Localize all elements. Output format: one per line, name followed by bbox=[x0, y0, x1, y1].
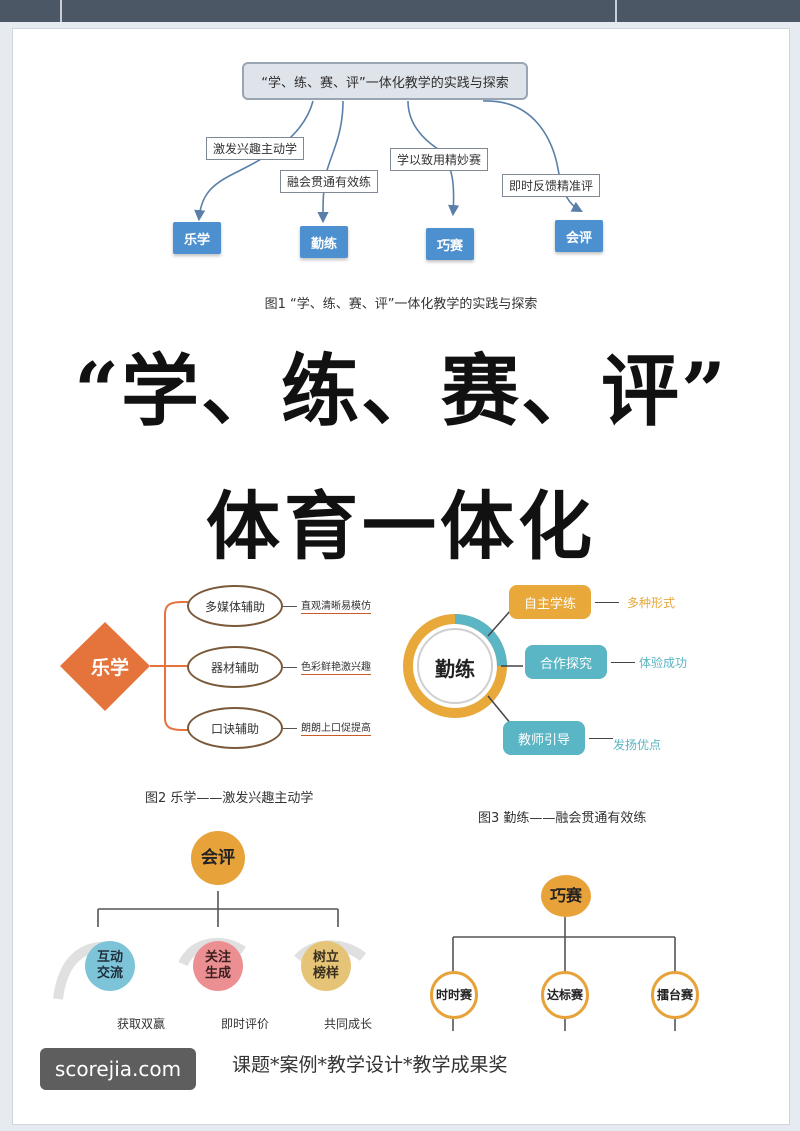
diagram3-center-label: 勤练 bbox=[435, 657, 475, 681]
diagram1-node: 勤练 bbox=[300, 226, 348, 258]
diagram5-center: 巧赛 bbox=[541, 875, 591, 917]
diagram1-edge-label: 即时反馈精准评 bbox=[502, 174, 601, 197]
diagram2-note: 色彩鲜艳激兴趣 bbox=[301, 658, 371, 675]
diagram3-pill: 合作探究 bbox=[525, 645, 607, 679]
diagram3-ring-inner bbox=[417, 628, 493, 704]
diagram2-diamond bbox=[60, 622, 150, 711]
poster-page: “学、练、赛、评”一体化教学的实践与探索 激发兴趣主动学 融会贯通有效练 学以致… bbox=[12, 28, 790, 1125]
diagram1-caption: 图1 “学、练、赛、评”一体化教学的实践与探索 bbox=[264, 297, 538, 312]
diagram3-link bbox=[595, 602, 619, 603]
top-bar-divider bbox=[615, 0, 617, 22]
main-title-line2: 体育一体化 bbox=[206, 484, 596, 570]
diagram4-circle: 树立榜样 bbox=[301, 941, 351, 991]
diagram4-circle: 关注生成 bbox=[193, 941, 243, 991]
diagram4-center: 会评 bbox=[191, 831, 245, 885]
diagram1-node: 巧赛 bbox=[426, 228, 474, 260]
main-title-line1: “学、练、赛、评” bbox=[74, 346, 728, 437]
diagram1-root: “学、练、赛、评”一体化教学的实践与探索 bbox=[242, 62, 528, 100]
diagram2-note: 朗朗上口促提高 bbox=[301, 719, 371, 736]
diagram3-note: 发扬优点 bbox=[613, 738, 662, 752]
diagram3-pill: 自主学练 bbox=[509, 585, 591, 619]
diagram4-note: 即时评价 bbox=[221, 1017, 270, 1031]
diagram2-center-label: 乐学 bbox=[90, 657, 129, 679]
top-bar bbox=[0, 0, 800, 22]
watermark-badge: scorejia.com bbox=[40, 1048, 196, 1090]
diagram1-edge-label: 学以致用精妙赛 bbox=[390, 148, 489, 171]
diagram3-caption: 图3 勤练——融会贯通有效练 bbox=[478, 811, 647, 826]
diagram5-circle: 达标赛 bbox=[541, 971, 589, 1019]
diagram2-oval: 多媒体辅助 bbox=[187, 585, 283, 627]
diagram4-note: 获取双赢 bbox=[117, 1017, 166, 1031]
diagram4-circle: 互动交流 bbox=[85, 941, 135, 991]
diagram3-link bbox=[589, 738, 613, 739]
diagram2-link bbox=[283, 606, 297, 607]
footer-text: 课题*案例*教学设计*教学成果奖 bbox=[232, 1054, 508, 1076]
diagram3-note: 体验成功 bbox=[639, 656, 688, 670]
diagram3-link bbox=[611, 662, 635, 663]
diagram5-circle: 擂台赛 bbox=[651, 971, 699, 1019]
diagram3-note: 多种形式 bbox=[627, 596, 676, 610]
diagram2-caption: 图2 乐学——激发兴趣主动学 bbox=[145, 791, 314, 806]
diagram5-connectors bbox=[452, 917, 676, 1031]
diagram1-node: 乐学 bbox=[173, 222, 221, 254]
diagram3-pill: 教师引导 bbox=[503, 721, 585, 755]
diagram2-oval: 器材辅助 bbox=[187, 646, 283, 688]
diagram1-node: 会评 bbox=[555, 220, 603, 252]
diagram2-note: 直观清晰易模仿 bbox=[301, 597, 371, 614]
diagram2-link bbox=[283, 667, 297, 668]
diagram5-circle: 时时赛 bbox=[430, 971, 478, 1019]
diagram2-connectors bbox=[60, 601, 188, 731]
diagram2-link bbox=[283, 728, 297, 729]
diagram1-edge-label: 融会贯通有效练 bbox=[280, 170, 379, 193]
diagram1-edge-label: 激发兴趣主动学 bbox=[206, 137, 305, 160]
diagram4-note: 共同成长 bbox=[324, 1017, 373, 1031]
top-bar-divider bbox=[60, 0, 62, 22]
diagram2-oval: 口诀辅助 bbox=[187, 707, 283, 749]
diagram3-rings bbox=[403, 609, 523, 725]
